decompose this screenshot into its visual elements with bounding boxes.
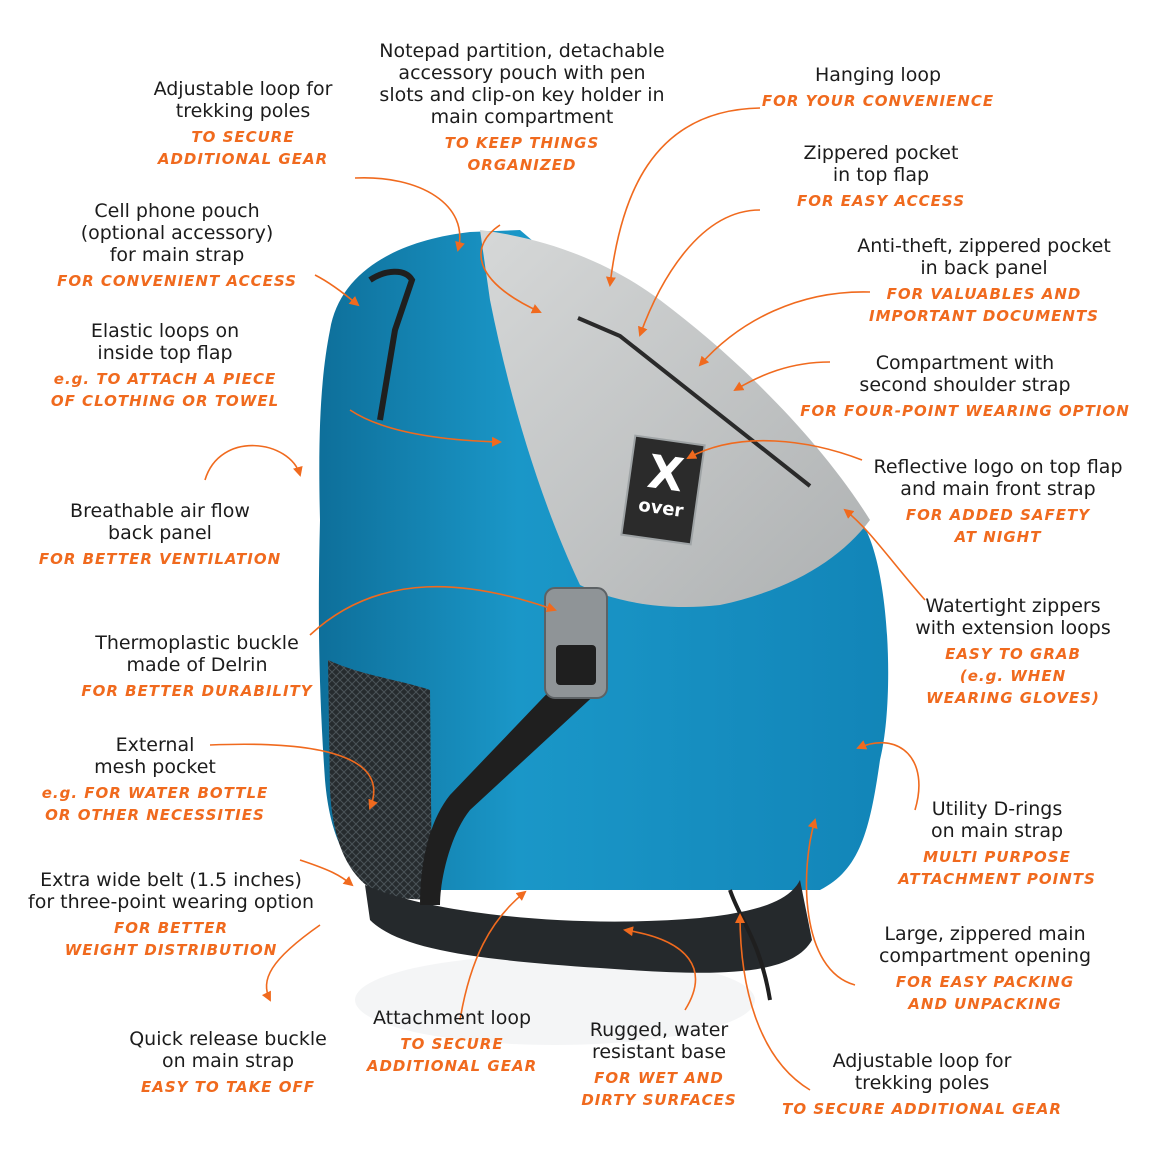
phone-strap-loop: [368, 268, 416, 421]
logo: X over: [626, 444, 700, 542]
flap-zipper: [577, 316, 812, 488]
callout-quick: Quick release buckle on main strap EASY …: [129, 1028, 327, 1096]
callout-buckle: Thermoplastic buckle made of Delrin FOR …: [81, 632, 313, 700]
callout-mesh: External mesh pocket e.g. FOR WATER BOTT…: [41, 734, 269, 824]
floor-reflection: [355, 955, 755, 1045]
callout-loop-bottom: Adjustable loop for trekking poles TO SE…: [782, 1050, 1062, 1118]
callout-attach: Attachment loop TO SECURE ADDITIONAL GEA…: [366, 1007, 538, 1075]
top-flap: [480, 230, 870, 608]
callout-phone: Cell phone pouch (optional accessory) fo…: [57, 200, 297, 290]
callout-compartment: Compartment with second shoulder strap F…: [800, 352, 1130, 420]
callout-elastic: Elastic loops on inside top flap e.g. TO…: [50, 320, 280, 410]
logo-x: X: [644, 443, 688, 503]
callout-zippers: Watertight zippers with extension loops …: [915, 595, 1111, 707]
backpack: [318, 230, 889, 1001]
callout-notepad: Notepad partition, detachable accessory …: [379, 40, 665, 174]
callout-mainzip: Large, zippered main compartment opening…: [878, 923, 1092, 1013]
callout-antitheft: Anti-theft, zippered pocket in back pane…: [857, 235, 1111, 325]
callout-base: Rugged, water resistant base FOR WET AND…: [581, 1019, 737, 1109]
callout-drings: Utility D-rings on main strap MULTI PURP…: [898, 798, 1096, 888]
mesh-pocket: [328, 660, 432, 900]
callout-airflow: Breathable air flow back panel FOR BETTE…: [38, 500, 282, 568]
callout-zip-top: Zippered pocket in top flap FOR EASY ACC…: [797, 142, 965, 210]
callout-reflective: Reflective logo on top flap and main fro…: [873, 456, 1123, 546]
callout-hanging: Hanging loop FOR YOUR CONVENIENCE: [761, 64, 995, 110]
callout-arrows: [204, 107, 926, 1091]
drawcord: [728, 889, 772, 1001]
bag-base: [365, 880, 812, 973]
main-strap: [420, 590, 600, 905]
callout-belt: Extra wide belt (1.5 inches) for three-p…: [28, 869, 314, 959]
logo-patch: [620, 434, 706, 546]
callout-loop-top: Adjustable loop for trekking poles TO SE…: [153, 78, 333, 168]
